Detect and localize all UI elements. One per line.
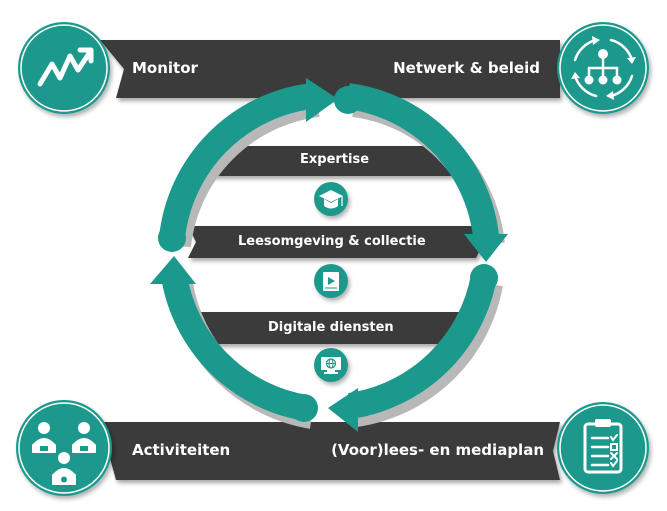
- checklist-icon: [583, 419, 623, 474]
- inner-bar-digitale: [198, 312, 474, 344]
- label-expertise: Expertise: [300, 152, 370, 167]
- label-leesomgeving-collectie: Leesomgeving & collectie: [238, 234, 426, 249]
- inner-bar-expertise: [210, 146, 460, 176]
- label-digitale-diensten: Digitale diensten: [268, 320, 394, 335]
- book-media-icon: [323, 272, 339, 291]
- bottom-bar: [100, 422, 560, 480]
- arrow-bottom-right: [347, 273, 497, 419]
- arrow-top-right: [346, 83, 499, 238]
- arrowhead-left: [150, 256, 196, 284]
- arrow-top-left: [159, 83, 314, 240]
- arrowhead-right: [464, 234, 508, 262]
- inner-bar-leesomgeving: [188, 226, 484, 258]
- computer-globe-icon: [321, 357, 341, 374]
- top-bar: [100, 40, 560, 98]
- chart-trend-icon: [37, 47, 94, 87]
- arrow-bottom-left: [161, 273, 309, 421]
- cycle-arrows: [159, 83, 505, 429]
- arrow-tails: [158, 86, 498, 422]
- arrowhead-bottom: [328, 388, 358, 432]
- graduation-cap-icon: [319, 190, 343, 209]
- label-voorlees-mediaplan: (Voor)lees- en mediaplan: [331, 441, 544, 459]
- people-activity-icon: [32, 422, 96, 485]
- label-netwerk-beleid: Netwerk & beleid: [393, 59, 540, 77]
- label-activiteiten: Activiteiten: [132, 441, 231, 459]
- arrowhead-top: [306, 78, 338, 122]
- label-monitor: Monitor: [132, 59, 198, 77]
- arrow-heads: [150, 78, 508, 432]
